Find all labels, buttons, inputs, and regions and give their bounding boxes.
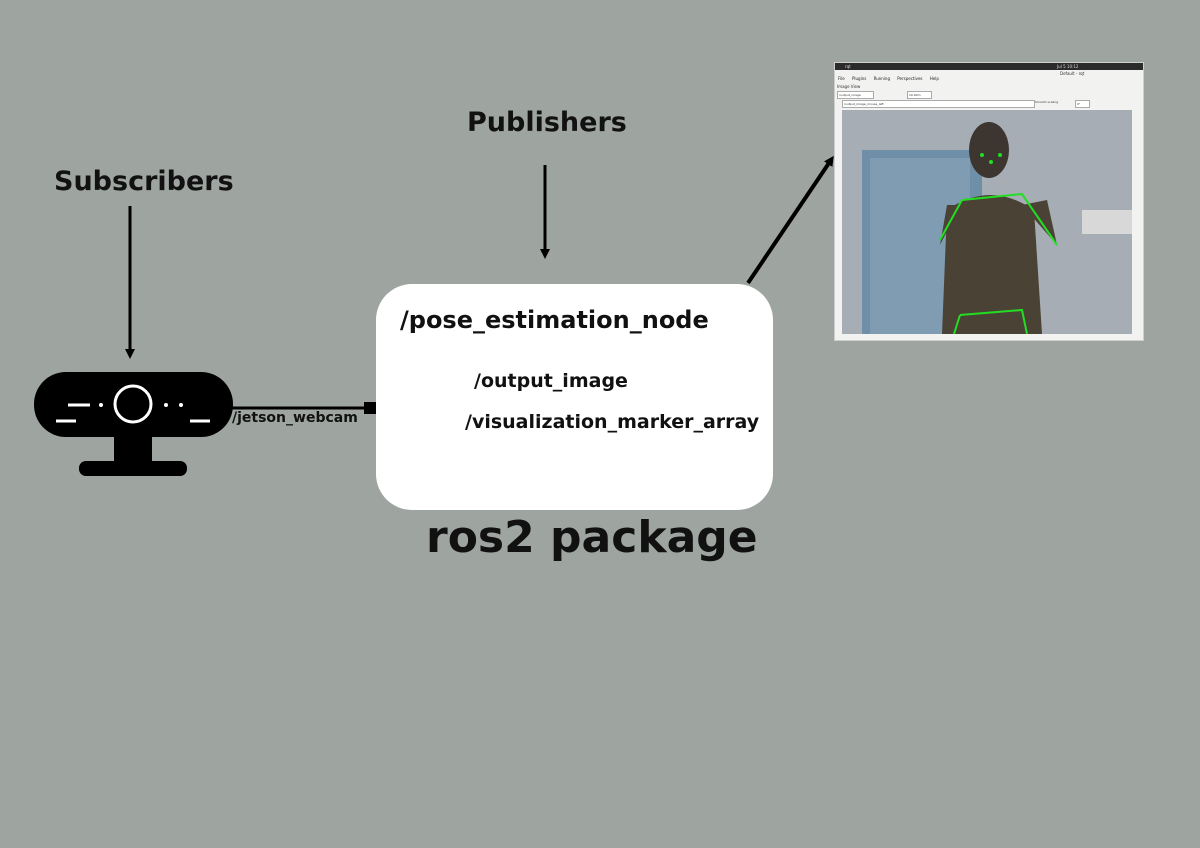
pose-image-scene (842, 110, 1132, 334)
node-box (376, 284, 773, 510)
rqt-screenshot: rqt Jul 5 10:12 Default - rqt File Plugi… (834, 62, 1144, 341)
rotation-select[interactable]: 0° (1075, 100, 1090, 108)
publishers-label: Publishers (467, 107, 627, 138)
rqt-window-title: rqt (845, 64, 851, 69)
package-label: ros2 package (426, 512, 758, 563)
rqt-toolbar: /output_image 10.00m /output_image_mouse… (835, 91, 1143, 108)
cable-plug (364, 402, 376, 414)
node-title: /pose_estimation_node (400, 306, 709, 334)
topic-output-image: /output_image (474, 370, 628, 392)
topic-visualization-marker-array: /visualization_marker_array (465, 411, 760, 433)
pose-image (842, 110, 1132, 334)
topic-select[interactable]: /output_image (837, 91, 874, 99)
rqt-clock: Jul 5 10:12 (1057, 64, 1079, 69)
menu-file[interactable]: File (838, 76, 845, 81)
subscribers-label: Subscribers (54, 166, 234, 197)
webcam-icon (34, 372, 233, 476)
webcam-topic-label: /jetson_webcam (232, 410, 358, 426)
rqt-menubar: File Plugins Running Perspectives Help (835, 76, 1143, 83)
menu-running[interactable]: Running (873, 76, 890, 81)
zoom-field[interactable]: 10.00m (907, 91, 932, 99)
output-arrow (746, 155, 834, 285)
smooth-scaling-label: Smooth scaling (1035, 100, 1059, 104)
rqt-panel-title: Image View (837, 84, 861, 89)
topic-field[interactable]: /output_image_mouse_left (842, 100, 1035, 108)
menu-perspectives[interactable]: Perspectives (897, 76, 923, 81)
rqt-titlebar: rqt Jul 5 10:12 (835, 63, 1143, 70)
rqt-tab-title: Default - rqt (1060, 71, 1085, 76)
menu-plugins[interactable]: Plugins (851, 76, 867, 81)
menu-help[interactable]: Help (929, 76, 939, 81)
